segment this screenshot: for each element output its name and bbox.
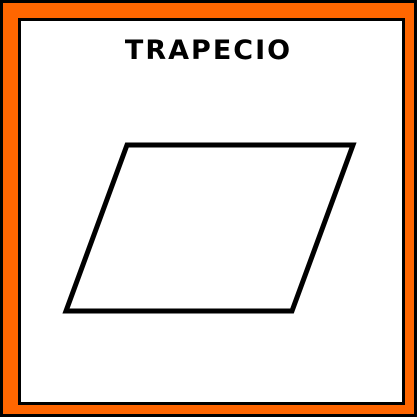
pictogram-title: TRAPECIO — [124, 35, 293, 66]
trapezoid-outline — [62, 142, 357, 314]
